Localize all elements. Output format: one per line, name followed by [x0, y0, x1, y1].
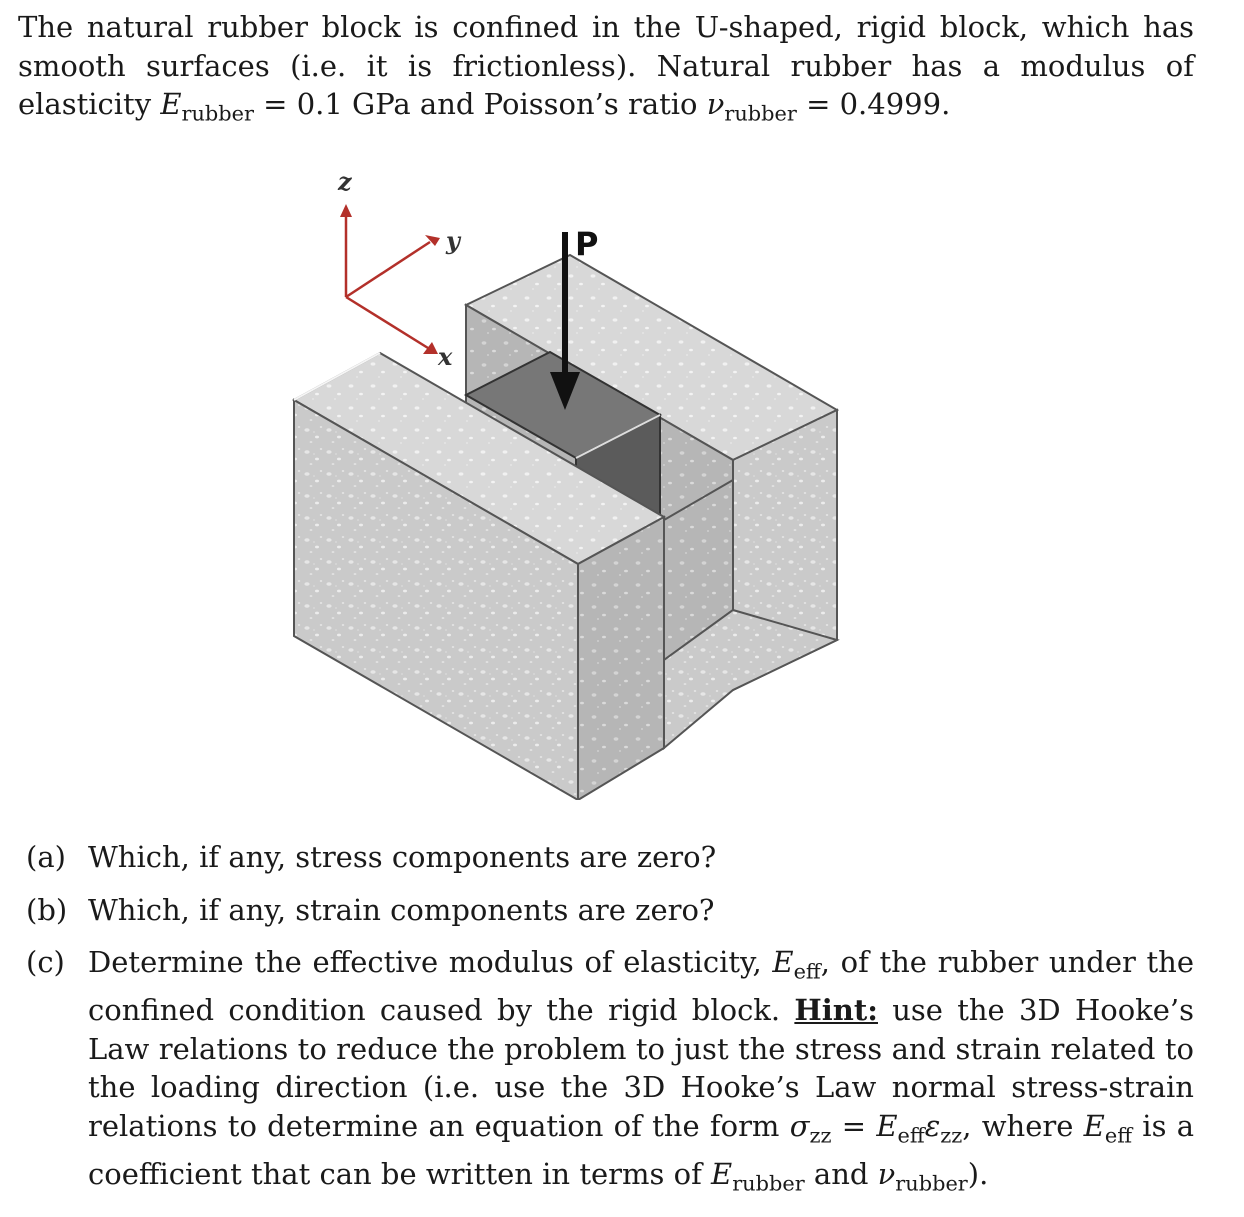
- e-eff-symbol: Eeff: [772, 945, 821, 984]
- epsilon-zz-symbol: εzz: [924, 1108, 963, 1148]
- front-prong: [291, 351, 667, 802]
- e-eff-symbol-2: Eeff: [876, 1108, 925, 1148]
- intro-text-2: = 0.1 GPa and Poisson’s ratio: [253, 87, 707, 121]
- sigma-zz-symbol: σzz: [789, 1108, 832, 1148]
- u-block-figure: P z y x: [280, 160, 880, 802]
- e-rubber-symbol: Erubber: [160, 87, 254, 126]
- coordinate-axes: [340, 204, 440, 354]
- question-letter: (c): [26, 945, 65, 979]
- load-label: P: [575, 225, 598, 263]
- intro-paragraph: The natural rubber block is confined in …: [18, 8, 1194, 133]
- question-c: (c) Determine the effective modulus of e…: [26, 943, 1194, 1203]
- question-a: (a) Which, if any, stress components are…: [26, 838, 1194, 877]
- question-letter: (a): [26, 840, 66, 874]
- question-text: Which, if any, strain components are zer…: [88, 892, 715, 927]
- e-rubber-symbol-2: Erubber: [711, 1156, 805, 1196]
- problem-statement: The natural rubber block is confined in …: [18, 8, 1194, 133]
- nu-rubber-symbol: νrubber: [706, 87, 797, 126]
- question-list: (a) Which, if any, stress components are…: [26, 838, 1194, 1217]
- axis-z-label: z: [337, 167, 353, 196]
- axis-x-label: x: [437, 342, 453, 371]
- load-arrow: [550, 232, 580, 410]
- nu-rubber-symbol-2: νrubber: [877, 1156, 968, 1196]
- question-text: Determine the effective modulus of elast…: [88, 945, 1194, 1196]
- axis-y-label: y: [445, 226, 462, 255]
- question-letter: (b): [26, 892, 68, 927]
- intro-text-3: = 0.4999.: [796, 87, 951, 121]
- intro-text-1: The natural rubber block is confined in …: [18, 10, 1194, 121]
- u-block-diagram: P z y x: [291, 167, 840, 802]
- e-eff-symbol-3: Eeff: [1083, 1108, 1133, 1148]
- hint-label: Hint:: [794, 993, 878, 1028]
- question-b: (b) Which, if any, strain components are…: [26, 891, 1194, 930]
- question-text: Which, if any, stress components are zer…: [88, 840, 717, 874]
